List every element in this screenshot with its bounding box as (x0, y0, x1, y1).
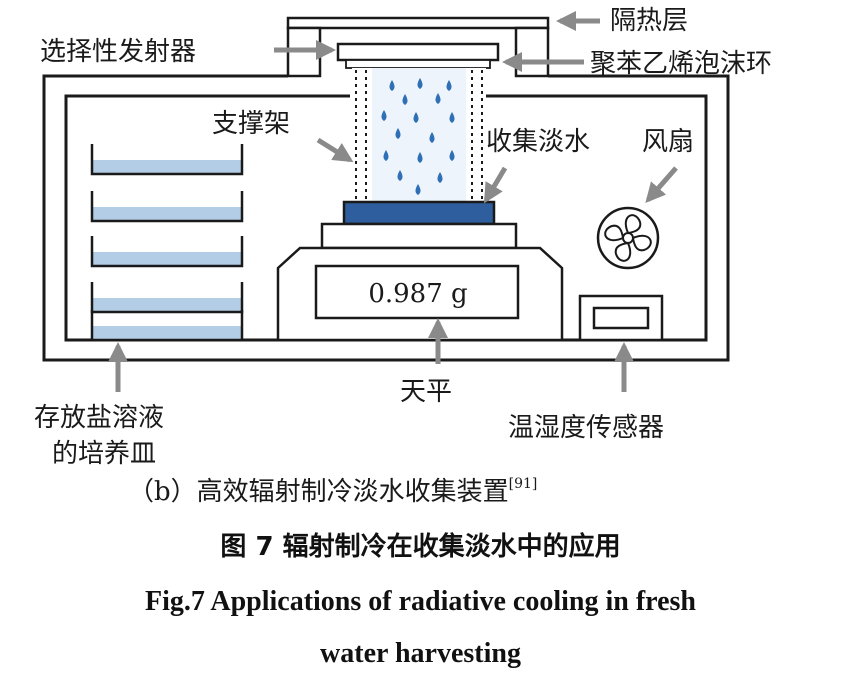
subcaption-text: （b）高效辐射制冷淡水收集装置 (128, 477, 509, 507)
label-support-frame: 支撑架 (212, 109, 290, 139)
arrow-fan (645, 166, 678, 204)
label-fan: 风扇 (642, 127, 694, 157)
water-droplets (381, 78, 455, 195)
balance-pan (320, 222, 518, 250)
petri-dish (90, 310, 244, 342)
label-sensor: 温湿度传感器 (508, 413, 664, 443)
label-dish-line2: 的培养皿 (52, 439, 156, 469)
support-frame (352, 68, 486, 202)
petri-dishes (90, 144, 244, 342)
label-collected-water: 收集淡水 (486, 127, 590, 157)
figure-caption-en-line2: water harvesting (320, 638, 521, 669)
subcaption-ref: [91] (509, 476, 538, 492)
label-foam-ring: 聚苯乙烯泡沫环 (590, 49, 772, 79)
balance-reading: 0.987 g (368, 279, 467, 309)
arrow-water (483, 166, 508, 204)
petri-dish (90, 282, 244, 314)
selective-emitter (336, 42, 500, 62)
outer-chamber (42, 74, 730, 362)
petri-dish (90, 144, 244, 176)
subcaption: （b）高效辐射制冷淡水收集装置[91] (128, 476, 537, 507)
label-insulation-layer: 隔热层 (610, 6, 688, 36)
petri-dish (90, 236, 244, 268)
figure-caption-en-line1: Fig.7 Applications of radiative cooling … (145, 586, 696, 617)
label-balance: 天平 (400, 377, 452, 407)
sensor-window (592, 306, 650, 330)
figure-caption-cn: 图 7 辐射制冷在收集淡水中的应用 (220, 532, 621, 562)
callout-arrows (108, 11, 678, 392)
petri-dish (90, 191, 244, 223)
water-container (342, 200, 496, 226)
insulation-lid (286, 16, 550, 30)
label-dish-line1: 存放盐溶液 (34, 403, 164, 433)
water-harvesting-diagram: 0.987 g (34, 6, 772, 507)
balance-display (314, 264, 520, 320)
fan-icon (596, 206, 660, 270)
humid-zone (372, 68, 466, 202)
arrow-support (316, 137, 354, 163)
label-selective-emitter: 选择性发射器 (40, 37, 196, 67)
emitter-base (345, 59, 491, 69)
lid-right-wall (514, 26, 550, 78)
